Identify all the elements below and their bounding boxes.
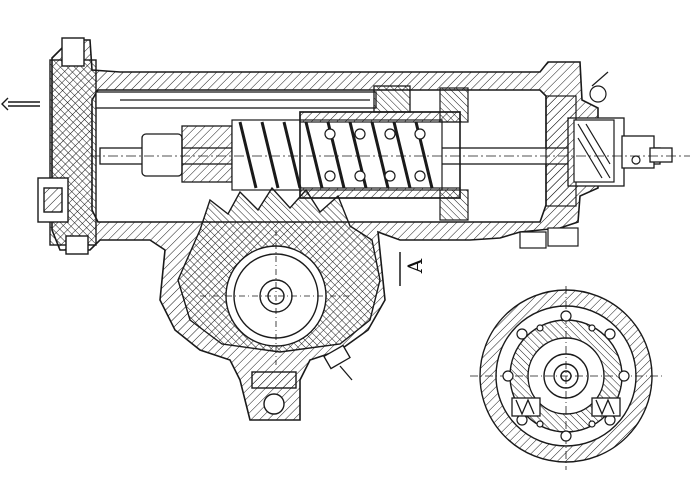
section-bolts (502, 310, 630, 442)
sector-gear (177, 186, 381, 365)
section-springs (511, 397, 621, 417)
worm-screw (231, 119, 443, 191)
mounting-boss (251, 371, 297, 415)
end-cap-left (37, 37, 97, 255)
right-bearing (519, 71, 641, 249)
ball-nut (299, 87, 469, 221)
direction-arrow (1, 97, 40, 111)
section-label-a: A (403, 258, 428, 274)
piston-rod (95, 85, 411, 113)
breather-fitting (323, 344, 353, 381)
